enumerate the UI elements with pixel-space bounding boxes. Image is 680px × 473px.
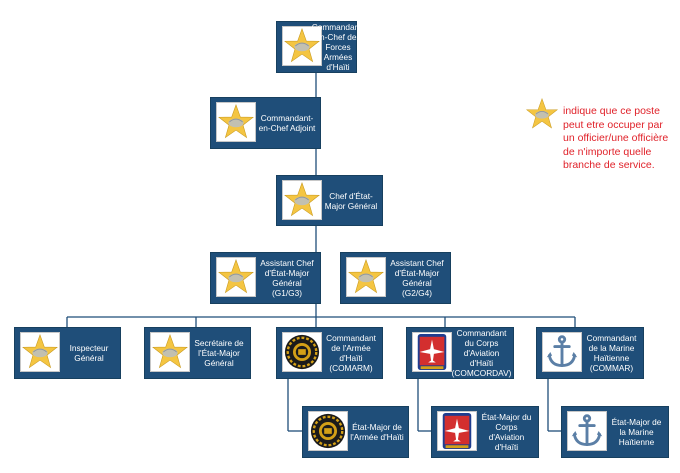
anchor-icon	[567, 411, 607, 451]
node-label: Assistant Chef d'État-Major Général (G1/…	[260, 258, 314, 298]
node-label: État-Major de la Marine Haïtienne	[611, 417, 662, 447]
star-insignia-icon	[282, 26, 322, 66]
aviation-emblem-icon	[412, 332, 452, 372]
star-insignia-icon	[282, 180, 322, 220]
node-commandant-en-chef-adjoint: Commandant-en-Chef Adjoint	[210, 97, 321, 149]
node-commar: Commandant de la Marine Haïtienne (COMMA…	[536, 327, 644, 379]
node-label: Assistant Chef d'État-Major Général (G2/…	[390, 258, 444, 298]
legend-star-icon	[525, 97, 559, 131]
node-em-armee: État-Major de l'Armée d'Haïti	[302, 406, 409, 458]
star-insignia-icon	[216, 102, 256, 142]
node-label: Chef d'État-Major Général	[324, 190, 378, 211]
star-insignia-icon	[346, 257, 386, 297]
node-label: Commandant du Corps d'Aviation d'Haïti (…	[451, 328, 512, 378]
army-emblem-icon	[282, 332, 322, 372]
node-em-aviation: État-Major du Corps d'Aviation d'Haïti	[431, 406, 539, 458]
node-comcordav: Commandant du Corps d'Aviation d'Haïti (…	[406, 327, 514, 379]
node-label: Commandant de la Marine Haïtienne (COMMA…	[586, 333, 637, 373]
node-label: Secrétaire de l'État-Major Général	[194, 338, 244, 368]
node-label: Commandant de l'Armée d'Haïti (COMARM)	[326, 333, 376, 373]
node-comarm: Commandant de l'Armée d'Haïti (COMARM)	[276, 327, 383, 379]
node-commandant-en-chef: Commandant-en-Chef des Forces Armées d'H…	[276, 21, 365, 73]
star-insignia-icon	[150, 332, 190, 372]
node-label: Commandant-en-Chef Adjoint	[258, 113, 316, 133]
army-emblem-icon	[308, 411, 348, 451]
node-assistant-chef-g1g3: Assistant Chef d'État-Major Général (G1/…	[210, 252, 321, 304]
node-assistant-chef-g2g4: Assistant Chef d'État-Major Général (G2/…	[340, 252, 451, 304]
node-chef-etat-major-general: Chef d'État-Major Général	[276, 175, 383, 226]
node-label: État-Major de l'Armée d'Haïti	[350, 422, 404, 442]
node-label: Commandant-en-Chef des Forces Armées d'H…	[311, 22, 365, 72]
node-label: État-Major du Corps d'Aviation d'Haïti	[481, 412, 532, 452]
aviation-emblem-icon	[437, 411, 477, 451]
node-inspecteur-general: Inspecteur Général	[14, 327, 121, 379]
node-secretaire-etat-major: Secrétaire de l'État-Major Général	[144, 327, 251, 379]
anchor-icon	[542, 332, 582, 372]
star-insignia-icon	[216, 257, 256, 297]
legend-text: indique que ce poste peut etre occuper p…	[563, 105, 669, 171]
node-label: Inspecteur Général	[69, 343, 109, 363]
star-insignia-icon	[20, 332, 60, 372]
node-em-marine: État-Major de la Marine Haïtienne	[561, 406, 669, 458]
